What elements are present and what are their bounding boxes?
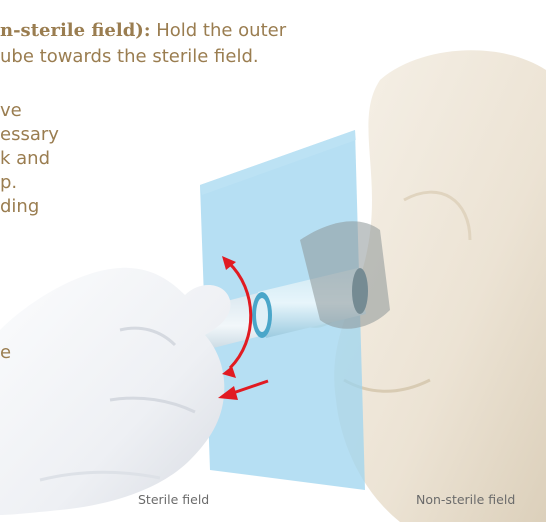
instruction-line-2: ube towards the sterile field. — [0, 44, 259, 70]
instruction-fragment: essary — [0, 122, 59, 148]
non-sterile-field-caption: Non-sterile field — [416, 492, 515, 507]
instruction-fragment: ding — [0, 194, 39, 220]
sterile-field-caption: Sterile field — [138, 492, 209, 507]
instruction-line-1: n-sterile field): Hold the outer — [0, 18, 286, 44]
instruction-fragment: p. — [0, 170, 17, 196]
instruction-bold-lead: n-sterile field): — [0, 20, 150, 41]
instruction-fragment: e — [0, 340, 11, 366]
instruction-fragment: k and — [0, 146, 50, 172]
instruction-rest: Hold the outer — [156, 20, 286, 41]
instruction-fragment: ve — [0, 98, 22, 124]
